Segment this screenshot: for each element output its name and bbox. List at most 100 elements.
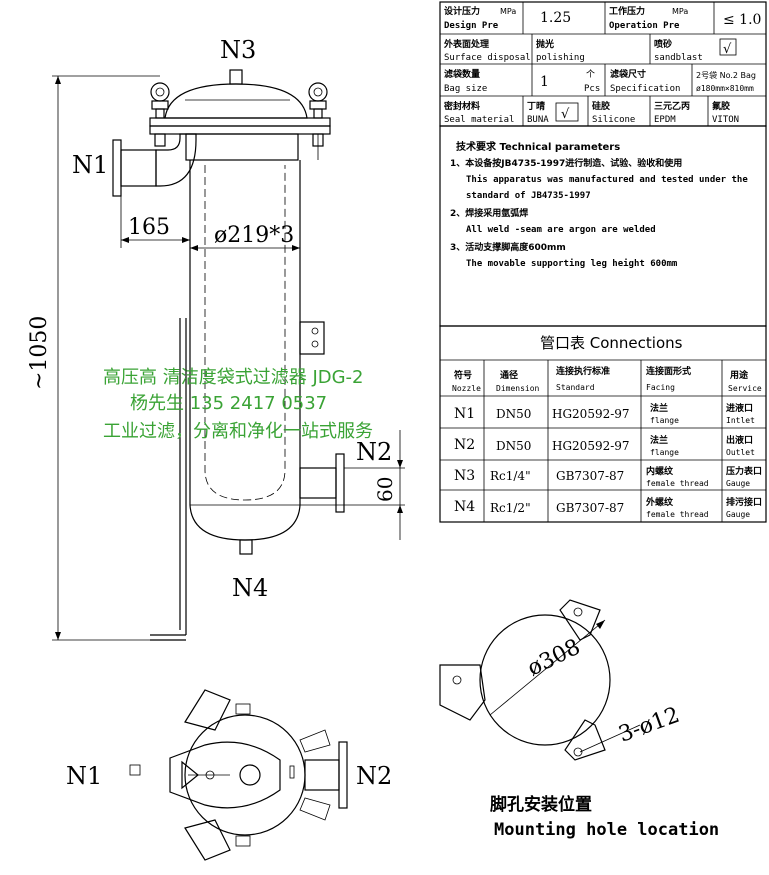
dim-diameter-text: ø219*3 bbox=[214, 223, 294, 248]
svg-text:出液口: 出液口 bbox=[726, 434, 753, 446]
n3-nipple bbox=[229, 69, 243, 85]
svg-text:√: √ bbox=[561, 107, 570, 122]
svg-text:个: 个 bbox=[586, 69, 595, 80]
svg-text:连接执行标准: 连接执行标准 bbox=[556, 365, 610, 377]
svg-text:sandblast: sandblast bbox=[654, 53, 703, 63]
top-flange bbox=[149, 117, 331, 127]
n1-label: N1 bbox=[72, 151, 108, 179]
svg-text:滤袋数量: 滤袋数量 bbox=[444, 68, 480, 80]
svg-text:BUNA: BUNA bbox=[527, 115, 549, 125]
mounting-en-label: Mounting hole location bbox=[494, 820, 719, 840]
svg-text:MPa: MPa bbox=[500, 7, 516, 16]
svg-text:HG20592-97: HG20592-97 bbox=[552, 407, 630, 421]
dim-60-text: 60 bbox=[373, 477, 397, 502]
watermark-line3: 工业过滤，分离和净化一站式服务 bbox=[103, 421, 373, 442]
n3-label: N3 bbox=[220, 36, 256, 64]
svg-text:用途: 用途 bbox=[729, 369, 749, 381]
svg-text:通径: 通径 bbox=[500, 369, 518, 381]
svg-text:Standard: Standard bbox=[556, 383, 595, 392]
svg-text:2、焊接采用氩弧焊: 2、焊接采用氩弧焊 bbox=[450, 207, 528, 219]
svg-text:内螺纹: 内螺纹 bbox=[646, 465, 674, 477]
connections-row-n4: N4 Rc1/2" GB7307-87 外螺纹 female thread 排污… bbox=[454, 496, 762, 519]
svg-text:Design Pre: Design Pre bbox=[444, 20, 499, 31]
connections-row-n3: N3 Rc1/4" GB7307-87 内螺纹 female thread 压力… bbox=[454, 465, 762, 488]
eyebolt-left bbox=[150, 82, 170, 147]
svg-text:female thread: female thread bbox=[646, 479, 709, 488]
svg-text:外表面处理: 外表面处理 bbox=[443, 38, 489, 50]
svg-text:VITON: VITON bbox=[712, 115, 739, 125]
svg-text:喷砂: 喷砂 bbox=[654, 38, 672, 50]
dim-height: ~1050 bbox=[27, 75, 160, 641]
svg-text:DN50: DN50 bbox=[496, 407, 531, 421]
svg-text:The movable supporting leg hei: The movable supporting leg height 600mm bbox=[466, 258, 678, 269]
svg-text:Specification: Specification bbox=[610, 84, 680, 94]
connections-table: 管口表 Connections 符号 Nozzle 通径 Dimension 连… bbox=[439, 325, 767, 523]
svg-text:DN50: DN50 bbox=[496, 439, 531, 453]
watermark-line2: 杨先生 135 2417 0537 bbox=[130, 393, 327, 414]
svg-text:Rc1/2": Rc1/2" bbox=[490, 501, 531, 515]
svg-text:Dimension: Dimension bbox=[496, 384, 540, 393]
svg-text:1、本设备按JB4735-1997进行制造、试验、验收和使用: 1、本设备按JB4735-1997进行制造、试验、验收和使用 bbox=[450, 157, 682, 169]
dim-308-text: ø308 bbox=[524, 635, 585, 682]
watermark: 高压高 清洁度袋式过滤器 JDG-2 杨先生 135 2417 0537 工业过… bbox=[103, 367, 373, 442]
svg-text:Intlet: Intlet bbox=[726, 416, 755, 425]
n2-label: N2 bbox=[356, 438, 392, 466]
svg-text:HG20592-97: HG20592-97 bbox=[552, 439, 630, 453]
svg-text:设计压力: 设计压力 bbox=[444, 5, 480, 17]
svg-text:2号袋 No.2 Bag: 2号袋 No.2 Bag bbox=[696, 70, 756, 80]
dim-height-text: ~1050 bbox=[27, 316, 52, 390]
svg-text:N2: N2 bbox=[454, 437, 475, 453]
dome-cover bbox=[164, 83, 308, 119]
eyebolt-right bbox=[308, 82, 328, 160]
svg-text:硅胶: 硅胶 bbox=[592, 100, 610, 112]
svg-text:符号: 符号 bbox=[454, 369, 472, 381]
svg-text:female thread: female thread bbox=[646, 510, 709, 519]
svg-text:进液口: 进液口 bbox=[726, 402, 753, 414]
svg-text:Gauge: Gauge bbox=[726, 479, 750, 488]
svg-text:All weld -seam are argon are w: All weld -seam are argon are welded bbox=[466, 225, 656, 235]
svg-text:丁晴: 丁晴 bbox=[527, 100, 545, 112]
svg-text:法兰: 法兰 bbox=[650, 434, 668, 446]
svg-text:Service: Service bbox=[728, 384, 762, 393]
mounting-hole-view: ø308 3-ø12 脚孔安装位置 Mounting hole location bbox=[439, 599, 719, 840]
n4-label: N4 bbox=[232, 574, 268, 602]
tech-heading: 技术要求 Technical parameters bbox=[456, 140, 620, 153]
svg-text:Bag size: Bag size bbox=[444, 84, 487, 94]
n2-bottom-label: N2 bbox=[356, 762, 392, 790]
n1-bottom-label: N1 bbox=[66, 762, 102, 790]
svg-text:密封材料: 密封材料 bbox=[443, 100, 480, 112]
svg-text:EPDM: EPDM bbox=[654, 115, 676, 125]
n1-inlet-pipe bbox=[112, 133, 197, 197]
n2-outlet-pipe bbox=[299, 453, 345, 513]
tech-parameters: 技术要求 Technical parameters 1、本设备按JB4735-1… bbox=[439, 125, 767, 327]
svg-text:ø180mm×810mm: ø180mm×810mm bbox=[696, 84, 754, 93]
svg-text:排污接口: 排污接口 bbox=[726, 496, 762, 508]
bottom-head bbox=[189, 504, 301, 541]
connections-header: 符号 Nozzle 通径 Dimension 连接执行标准 Standard 连… bbox=[452, 365, 762, 393]
filter-bag-outline bbox=[204, 165, 286, 501]
svg-text:外螺纹: 外螺纹 bbox=[645, 496, 674, 508]
n4-drain bbox=[239, 539, 253, 555]
svg-text:连接面形式: 连接面形式 bbox=[646, 365, 691, 377]
support-leg bbox=[150, 318, 325, 641]
svg-text:工作压力: 工作压力 bbox=[609, 5, 645, 17]
svg-text:3、活动支撑脚高度600mm: 3、活动支撑脚高度600mm bbox=[450, 241, 566, 253]
svg-text:Seal material: Seal material bbox=[444, 115, 514, 125]
svg-text:1: 1 bbox=[540, 74, 549, 90]
svg-text:Pcs: Pcs bbox=[584, 84, 600, 94]
svg-text:Rc1/4": Rc1/4" bbox=[490, 469, 531, 483]
svg-text:flange: flange bbox=[650, 416, 679, 425]
svg-text:N1: N1 bbox=[454, 406, 475, 422]
watermark-line1: 高压高 清洁度袋式过滤器 JDG-2 bbox=[103, 367, 364, 388]
svg-text:Facing: Facing bbox=[646, 383, 675, 392]
svg-text:压力表口: 压力表口 bbox=[726, 465, 762, 477]
svg-text:N4: N4 bbox=[454, 499, 475, 515]
svg-text:Outlet: Outlet bbox=[726, 448, 755, 457]
svg-text:抛光: 抛光 bbox=[536, 38, 554, 50]
dim-60: 60 bbox=[300, 430, 405, 540]
dim-165: 165 bbox=[120, 196, 190, 248]
svg-text:MPa: MPa bbox=[672, 7, 688, 16]
svg-text:法兰: 法兰 bbox=[650, 402, 668, 414]
svg-text:滤袋尺寸: 滤袋尺寸 bbox=[610, 68, 646, 80]
